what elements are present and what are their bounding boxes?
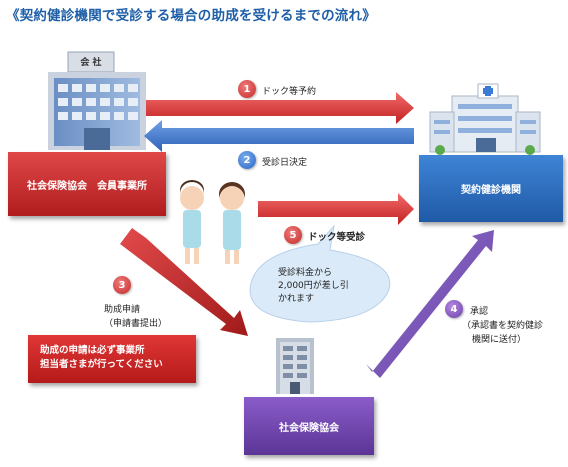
speech-bubble xyxy=(249,224,391,323)
arrow-step-1 xyxy=(146,92,414,124)
step-4-sub-2: 機関に送付） xyxy=(472,335,527,345)
arrow-step-2 xyxy=(144,120,414,152)
note-line-2: 担当者さまが行ってください xyxy=(40,359,163,370)
member-office-box: 社会保険協会 会員事業所 xyxy=(8,152,166,216)
association-building-icon xyxy=(276,338,314,394)
company-building-icon xyxy=(48,51,146,150)
patients-illustration xyxy=(180,180,245,264)
page-title: 《契約健診機関で受診する場合の助成を受けるまでの流れ》 xyxy=(6,8,376,24)
association-box: 社会保険協会 xyxy=(244,397,374,455)
hospital-icon xyxy=(429,83,541,155)
step-2-label: 受診日決定 xyxy=(262,158,308,168)
note-line-1: 助成の申請は必ず事業所 xyxy=(40,345,145,356)
company-sign: 会 社 xyxy=(80,58,102,68)
step-4-number: 4 xyxy=(445,300,463,318)
note-box: 助成の申請は必ず事業所 担当者さまが行ってください xyxy=(28,335,196,383)
clinic-box: 契約健診機関 xyxy=(419,155,563,222)
bubble-text: 受診料金から 2,000円が差し引 かれます xyxy=(278,267,349,306)
step-4-label: 承認 xyxy=(470,307,489,317)
step-5-label: ドック等受診 xyxy=(308,232,366,243)
step-3-number: 3 xyxy=(113,276,131,294)
step-1-label: ドック等予約 xyxy=(262,87,317,97)
bubble-line-1: 受診料金から xyxy=(278,268,333,278)
bubble-line-3: かれます xyxy=(278,294,315,304)
arrow-step-3 xyxy=(120,228,248,336)
step-3-label: 助成申請 xyxy=(104,305,141,315)
step-2-number: 2 xyxy=(238,151,256,169)
arrow-step-4 xyxy=(366,230,494,378)
step-4-sub-1: （承認書を契約健診 xyxy=(462,321,544,331)
bubble-line-2: 2,000円が差し引 xyxy=(278,281,349,291)
step-3-sub: （申請書提出） xyxy=(104,319,168,329)
step-1-number: 1 xyxy=(238,80,256,98)
arrow-step-5 xyxy=(258,193,414,225)
step-5-number: 5 xyxy=(284,226,302,244)
